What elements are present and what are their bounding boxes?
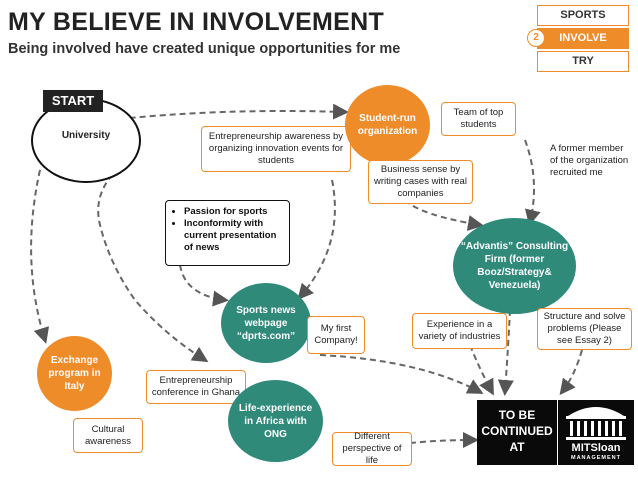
passion-box: Passion for sports Inconformity with cur… bbox=[165, 200, 290, 266]
arrow-experience-to-tbc bbox=[469, 344, 494, 396]
team-of-top-students-box: Team of top students bbox=[441, 102, 516, 136]
passion-item-news: Inconformity with current presentation o… bbox=[184, 218, 283, 254]
arrow-structure-to-tbc bbox=[559, 349, 583, 396]
cultural-awareness-box: Cultural awareness bbox=[73, 418, 143, 453]
advantis-node: “Advantis” Consulting Firm (former Booz/… bbox=[453, 218, 576, 314]
university-label: University bbox=[61, 130, 111, 141]
conference-ghana-box: Entrepreneurship conference in Ghana bbox=[146, 370, 246, 404]
start-label: START bbox=[43, 90, 103, 112]
student-org-node: Student-run organization bbox=[345, 85, 430, 165]
experience-industries-box: Experience in a variety of industries bbox=[412, 313, 507, 349]
arrow-entrepreneurship-to-sports-news bbox=[297, 179, 336, 301]
mit-logo-name: MITSloan bbox=[571, 442, 621, 454]
arrow-university-to-student-org bbox=[109, 103, 349, 121]
nav-number-badge: 2 bbox=[527, 29, 545, 47]
different-perspective-box: Different perspective of life bbox=[332, 431, 412, 466]
mit-dome-icon bbox=[566, 407, 626, 440]
business-sense-box: Business sense by writing cases with rea… bbox=[368, 160, 473, 204]
page-subtitle: Being involved have created unique oppor… bbox=[8, 41, 401, 57]
sports-news-node: Sports news webpage “dprts.com” bbox=[221, 283, 311, 363]
nav-try[interactable]: TRY bbox=[537, 51, 629, 72]
arrow-first-company-to-tbc bbox=[319, 354, 484, 394]
nav-involve[interactable]: INVOLVE bbox=[537, 28, 629, 49]
mit-logo-subtitle: MANAGEMENT bbox=[570, 455, 622, 461]
arrow-perspective-to-tbc bbox=[409, 432, 479, 449]
structure-problems-box: Structure and solve problems (Please see… bbox=[537, 308, 632, 350]
entrepreneurship-awareness-box: Entrepreneurship awareness by organizing… bbox=[201, 126, 351, 172]
arrow-team-to-advantis bbox=[524, 139, 541, 226]
life-experience-node: Life-experience in Africa with ONG bbox=[228, 380, 323, 462]
passion-item-sports: Passion for sports bbox=[184, 206, 283, 218]
exchange-program-node: Exchange program in Italy bbox=[37, 336, 112, 411]
to-be-continued-box: TO BE CONTINUED AT bbox=[477, 400, 557, 465]
mit-sloan-logo: MITSloan MANAGEMENT bbox=[558, 400, 634, 465]
university-node: University bbox=[31, 98, 141, 183]
first-company-box: My first Company! bbox=[307, 316, 365, 354]
arrow-advantis-to-tbc bbox=[497, 309, 514, 396]
arrow-university-to-exchange bbox=[30, 169, 50, 344]
nav-sports[interactable]: SPORTS bbox=[537, 5, 629, 26]
page-title: MY BELIEVE IN INVOLVEMENT bbox=[8, 8, 385, 36]
arrow-university-to-ghana bbox=[97, 154, 209, 363]
former-member-note: A former member of the organization recr… bbox=[550, 143, 629, 178]
arrow-passion-to-sports-news bbox=[179, 264, 229, 307]
